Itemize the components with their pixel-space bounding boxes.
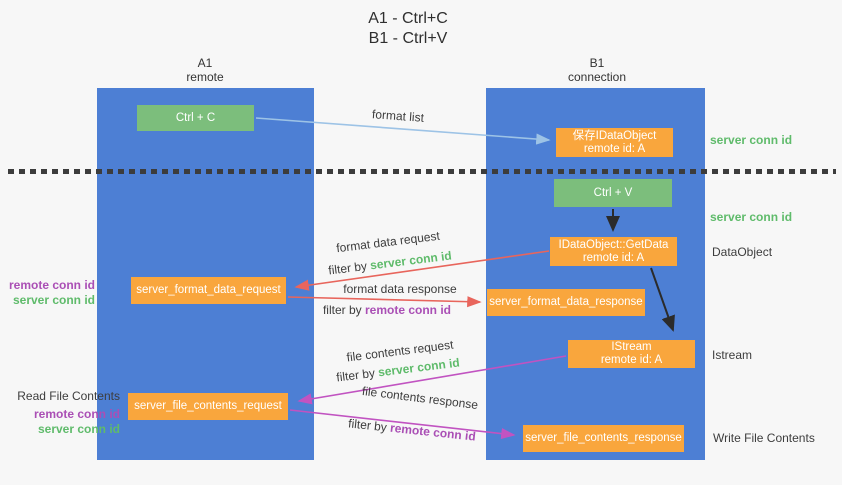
filter-by-text: filter by bbox=[335, 365, 376, 385]
session-divider-dashed-line bbox=[8, 169, 836, 174]
label-format-list: format list bbox=[371, 107, 425, 125]
diagram-title: A1 - Ctrl+C B1 - Ctrl+V bbox=[318, 9, 498, 49]
node-istream-line1: IStream bbox=[611, 341, 652, 353]
title-line-1: A1 - Ctrl+C bbox=[368, 10, 448, 27]
remote-conn-id-text: remote conn id bbox=[365, 303, 452, 317]
label-conn-ids-left-top: remote conn id server conn id bbox=[0, 278, 95, 308]
label-remote-conn-id-left-top: remote conn id bbox=[8, 278, 95, 292]
node-server-format-data-request-label: server_format_data_request bbox=[136, 284, 281, 296]
node-server-file-contents-request: server_file_contents_request bbox=[128, 393, 288, 420]
filter-by-text: filter by bbox=[322, 303, 362, 317]
node-server-format-data-response: server_format_data_response bbox=[487, 289, 645, 316]
label-remote-conn-id-left-bottom: remote conn id bbox=[33, 407, 120, 421]
column-b1-subtitle: connection bbox=[567, 70, 627, 84]
node-server-format-data-response-label: server_format_data_response bbox=[489, 296, 643, 308]
column-header-a1: A1 remote bbox=[150, 56, 260, 84]
label-server-conn-id-right-mid: server conn id bbox=[710, 210, 793, 224]
node-istream: IStream remote id: A bbox=[568, 340, 695, 368]
label-read-file-contents-group: Read File Contents remote conn id server… bbox=[0, 389, 120, 437]
remote-conn-id-text: remote conn id bbox=[389, 420, 477, 444]
label-file-contents-response: file contents response bbox=[361, 383, 479, 413]
column-a1-subtitle: remote bbox=[186, 70, 224, 84]
node-save-idataobject-line1: 保存IDataObject bbox=[572, 129, 657, 142]
node-server-file-contents-request-label: server_file_contents_request bbox=[134, 400, 282, 412]
node-getdata-line2: remote id: A bbox=[582, 251, 645, 264]
label-server-conn-id-left-top: server conn id bbox=[12, 293, 95, 307]
node-ctrl-c: Ctrl + C bbox=[137, 105, 254, 131]
server-conn-id-text: server conn id bbox=[369, 248, 453, 273]
filter-by-text: filter by bbox=[347, 416, 388, 435]
node-ctrl-v-label: Ctrl + V bbox=[593, 186, 633, 199]
node-ctrl-v: Ctrl + V bbox=[554, 179, 672, 207]
node-ctrl-c-label: Ctrl + C bbox=[175, 111, 216, 124]
node-save-idataobject-line2: remote id: A bbox=[583, 142, 646, 155]
node-getdata-line1: IDataObject::GetData bbox=[558, 238, 669, 251]
node-idataobject-getdata: IDataObject::GetData remote id: A bbox=[550, 237, 677, 266]
filter-by-text: filter by bbox=[327, 258, 368, 278]
label-server-conn-id-right-top: server conn id bbox=[710, 133, 793, 147]
arrow-format-data-response bbox=[287, 296, 482, 308]
label-filter-by-remote-conn-id-2: filter by remote conn id bbox=[332, 415, 493, 446]
node-server-file-contents-response: server_file_contents_response bbox=[523, 425, 684, 452]
node-save-idataobject: 保存IDataObject remote id: A bbox=[556, 128, 673, 157]
node-istream-line2: remote id: A bbox=[600, 354, 663, 366]
label-write-file-contents: Write File Contents bbox=[713, 431, 815, 445]
label-dataobject: DataObject bbox=[712, 245, 773, 259]
column-header-b1: B1 connection bbox=[542, 56, 652, 84]
label-read-file-contents: Read File Contents bbox=[17, 389, 120, 403]
label-server-conn-id-left-bottom: server conn id bbox=[37, 422, 120, 436]
label-format-data-response: format data response bbox=[343, 282, 457, 296]
node-server-file-contents-response-label: server_file_contents_response bbox=[525, 432, 682, 444]
column-a1-name: A1 bbox=[197, 56, 213, 70]
label-filter-by-remote-conn-id-1: filter by remote conn id bbox=[307, 303, 467, 317]
node-server-format-data-request: server_format_data_request bbox=[131, 277, 286, 304]
column-b1-name: B1 bbox=[589, 56, 605, 70]
title-line-2: B1 - Ctrl+V bbox=[368, 30, 448, 47]
label-istream: Istream bbox=[712, 348, 753, 362]
